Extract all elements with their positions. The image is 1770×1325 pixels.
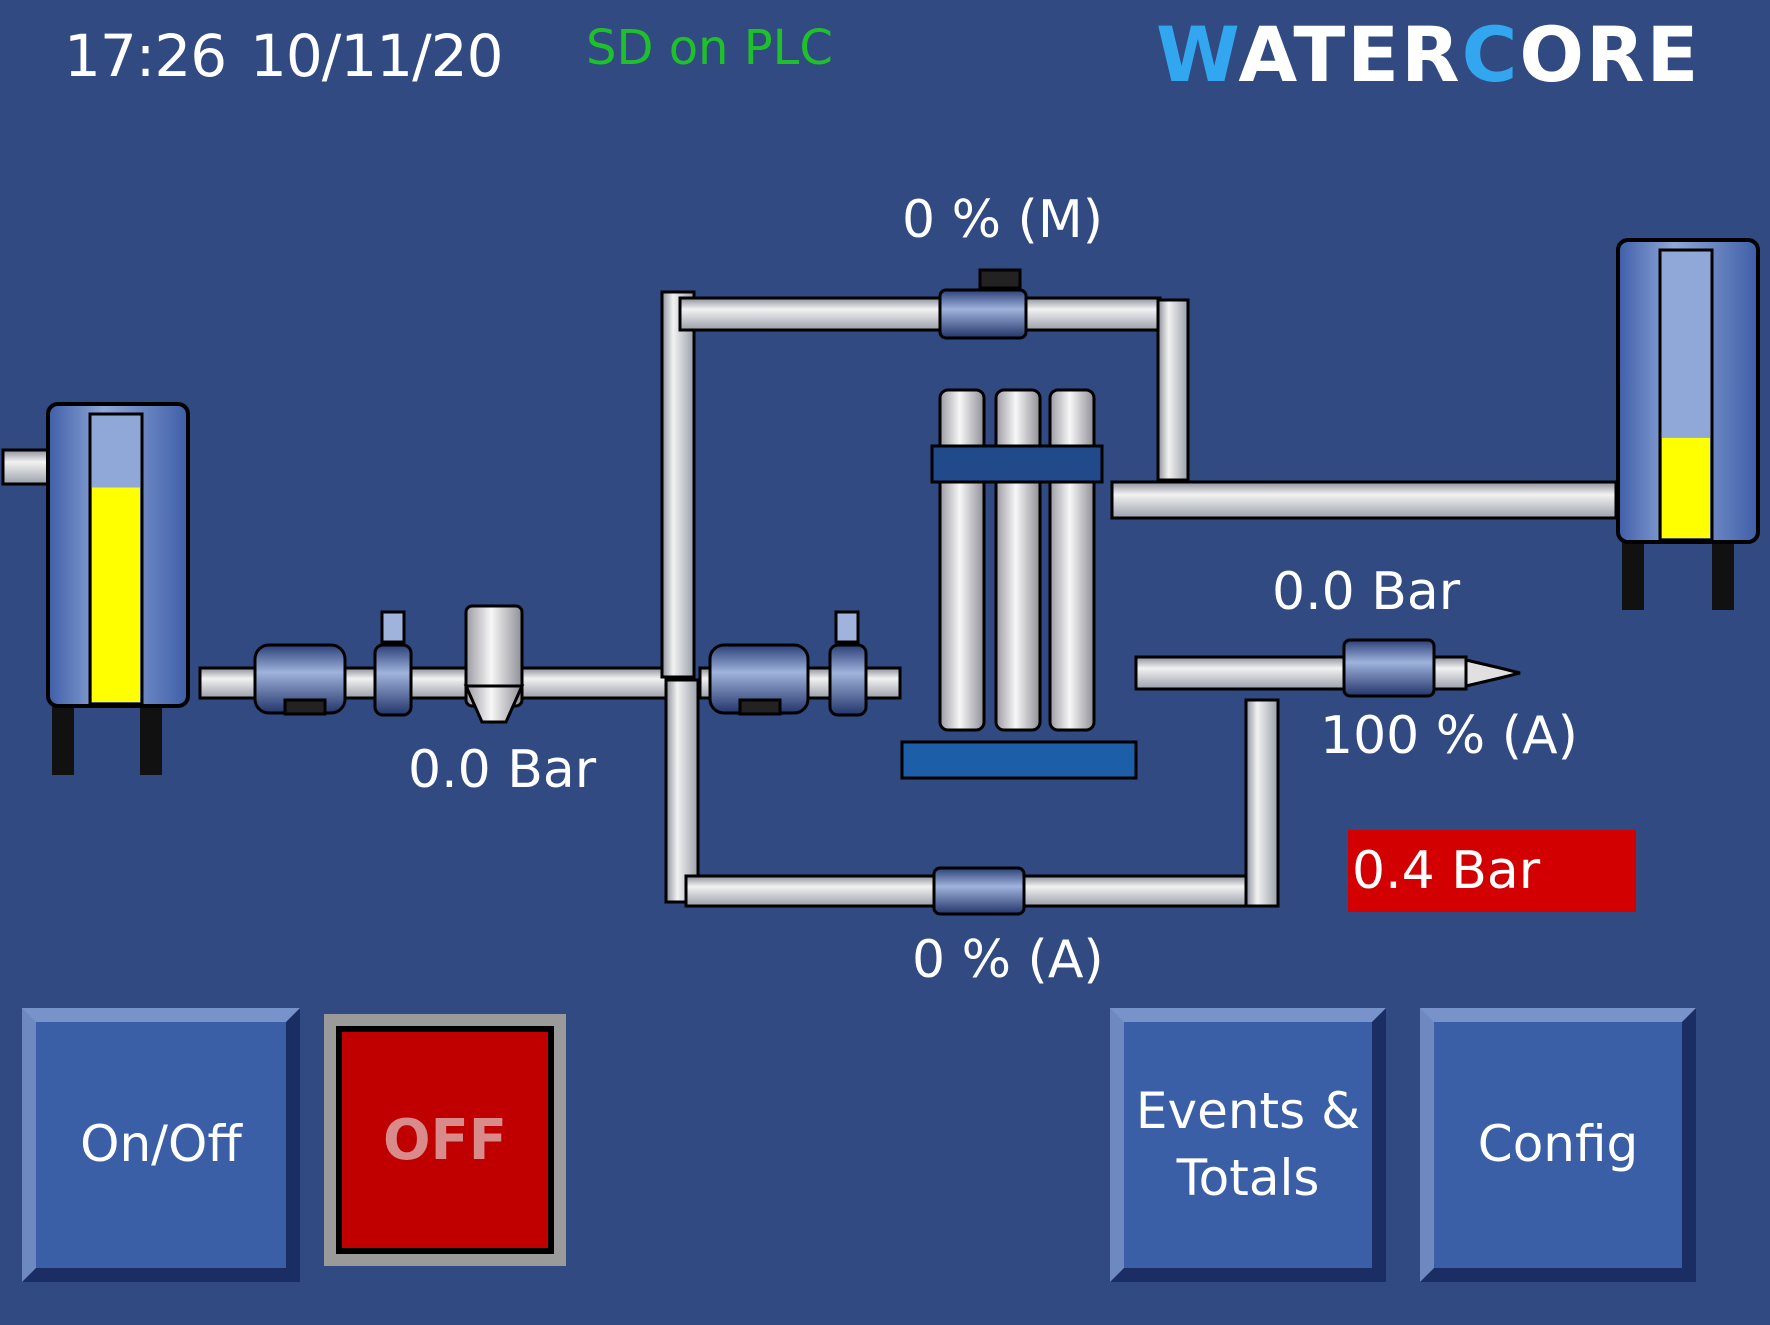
outlet-valve-reading: 100 % (A) bbox=[1320, 706, 1578, 766]
logo-part1: W bbox=[1156, 10, 1239, 99]
events-totals-button[interactable]: Events & Totals bbox=[1110, 1008, 1386, 1282]
product-tank bbox=[1616, 238, 1760, 610]
config-button[interactable]: Config bbox=[1420, 1008, 1696, 1282]
run-state-indicator: OFF bbox=[324, 1014, 566, 1266]
feed-tank-level bbox=[92, 487, 140, 702]
clock-date: 10/11/20 bbox=[250, 22, 503, 90]
bottom-valve-reading: 0 % (A) bbox=[912, 930, 1104, 990]
watercore-logo: WATERCORE bbox=[1156, 10, 1700, 99]
product-tank-level bbox=[1662, 437, 1710, 538]
clock-time: 17:26 bbox=[64, 22, 227, 90]
feed-pump bbox=[253, 610, 413, 717]
valve-bottom bbox=[932, 866, 1026, 916]
pump-pressure-reading: 0.0 Bar bbox=[408, 740, 597, 800]
plc-status: SD on PLC bbox=[586, 20, 833, 76]
logo-part2: ATER bbox=[1238, 10, 1462, 99]
high-pressure-pump bbox=[708, 610, 868, 717]
cartridge-filter bbox=[463, 604, 525, 724]
run-state-label: OFF bbox=[336, 1026, 554, 1254]
on-off-button[interactable]: On/Off bbox=[22, 1008, 300, 1282]
valve-outlet bbox=[1342, 638, 1436, 698]
feed-tank bbox=[46, 402, 190, 775]
outlet-pressure-reading: 0.0 Bar bbox=[1272, 562, 1461, 622]
valve-top bbox=[938, 268, 1028, 340]
logo-part4: ORE bbox=[1519, 10, 1701, 99]
alarm-pressure-reading: 0.4 Bar bbox=[1348, 830, 1636, 912]
membrane-rack bbox=[900, 388, 1138, 780]
top-valve-reading: 0 % (M) bbox=[902, 190, 1103, 250]
logo-part3: C bbox=[1461, 10, 1520, 99]
